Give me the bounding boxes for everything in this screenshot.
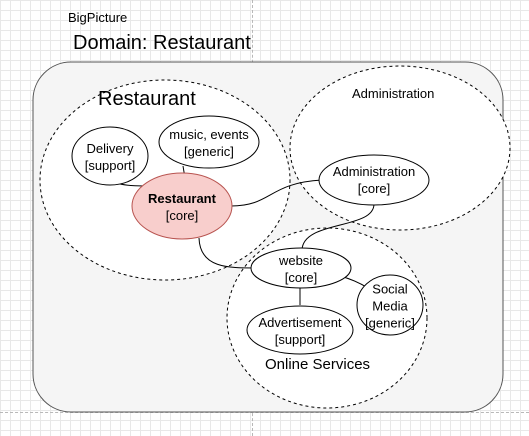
restaurant-group-label[interactable]: Restaurant — [98, 88, 196, 110]
file-label: BigPicture — [68, 10, 128, 25]
connector-administration-website[interactable] — [301, 203, 375, 251]
website-node-shape[interactable] — [250, 247, 352, 289]
administration-group-label[interactable]: Administration — [352, 86, 435, 101]
delivery-node[interactable]: Delivery [support] — [85, 140, 136, 174]
delivery-node-shape[interactable] — [71, 126, 149, 186]
administration-node-type: [core] — [357, 181, 391, 196]
social-media-node-name-2: Media — [372, 298, 408, 314]
restaurant-core-node-type: [core] — [165, 208, 199, 223]
advertisement-node-type: [support] — [274, 332, 326, 347]
delivery-node-type: [support] — [84, 158, 136, 173]
administration-node[interactable]: Administration [core] — [333, 163, 415, 197]
website-node-name: website — [278, 253, 324, 268]
music-events-node[interactable]: music, events [generic] — [169, 126, 248, 160]
music-events-node-shape[interactable] — [158, 115, 260, 169]
online-services-group-label[interactable]: Online Services — [265, 356, 371, 373]
social-media-node-name-1: Social — [372, 281, 408, 297]
social-media-node-shape[interactable] — [356, 274, 424, 336]
music-events-node-name: music, events — [169, 127, 249, 142]
website-node-type: [core] — [284, 270, 318, 285]
advertisement-node-name: Advertisement — [258, 315, 342, 330]
website-node[interactable]: website [core] — [279, 252, 323, 286]
diagram-title[interactable]: Domain: Restaurant — [73, 32, 251, 54]
social-media-node[interactable]: Social Media [generic] — [365, 281, 415, 332]
delivery-node-name: Delivery — [86, 141, 134, 156]
restaurant-core-node-name: Restaurant — [148, 191, 216, 206]
connector-restaurant-administration[interactable] — [230, 179, 323, 207]
social-media-node-type: [generic] — [365, 315, 415, 331]
administration-node-name: Administration — [332, 164, 416, 179]
restaurant-core-node-shape[interactable] — [131, 172, 233, 240]
connector-restaurant-website[interactable] — [198, 237, 257, 269]
restaurant-core-node[interactable]: Restaurant [core] — [148, 190, 216, 224]
music-events-node-type: [generic] — [184, 144, 234, 159]
advertisement-node-shape[interactable] — [246, 305, 354, 355]
administration-node-shape[interactable] — [318, 154, 430, 206]
advertisement-node[interactable]: Advertisement [support] — [258, 314, 341, 348]
